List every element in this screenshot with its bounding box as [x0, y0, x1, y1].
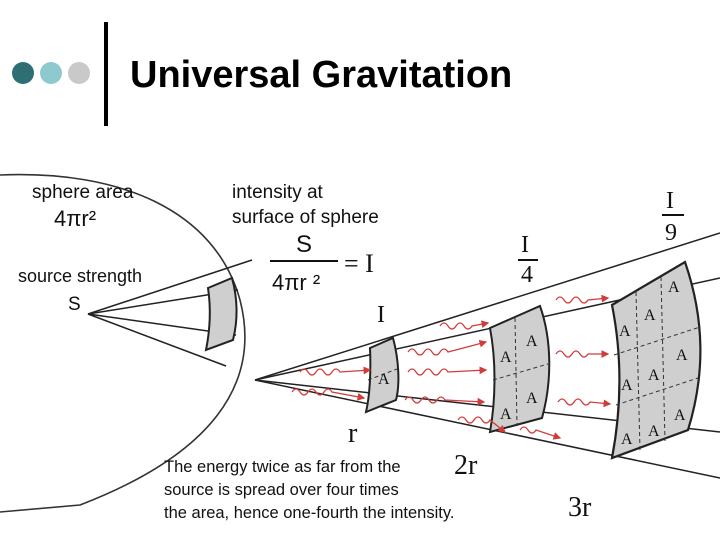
patch-2r — [488, 304, 551, 434]
formula-numerator: S — [296, 231, 312, 258]
intensity-label-line2: surface of sphere — [232, 207, 379, 228]
caption-line-2: source is spread over four times — [164, 481, 399, 499]
dot-light — [40, 62, 62, 84]
area-label: A — [621, 431, 633, 448]
area-label: A — [526, 333, 538, 350]
intensity-3-denominator: 9 — [665, 220, 677, 246]
area-label: A — [644, 307, 656, 324]
area-label: A — [674, 407, 686, 424]
patch-3r-grid — [613, 276, 701, 451]
intensity-label-line1: intensity at — [232, 182, 324, 203]
patch-r-grid — [367, 368, 398, 381]
patch-3r — [610, 260, 702, 460]
area-label: A — [500, 406, 512, 423]
area-label: A — [619, 323, 631, 340]
dot-dark — [12, 62, 34, 84]
area-label: A — [648, 423, 660, 440]
area-label: A — [676, 347, 688, 364]
sphere-arc — [0, 173, 246, 513]
area-label: A — [500, 349, 512, 366]
page-title: Universal Gravitation — [130, 54, 513, 96]
sphere-surface-patch — [204, 276, 238, 352]
source-strength-label: source strength — [18, 266, 142, 286]
patch-2r-grid — [492, 317, 549, 427]
area-label: A — [668, 279, 680, 296]
intensity-1-label: I — [377, 302, 385, 328]
caption-line-1: The energy twice as far from the — [164, 458, 401, 476]
formula-denominator: 4πr ² — [272, 270, 320, 295]
formula-result: = I — [344, 249, 374, 278]
area-label: A — [621, 377, 633, 394]
source-symbol: S — [68, 294, 81, 315]
distance-3r-label: 3r — [568, 492, 592, 523]
sphere-area-label: sphere area — [32, 182, 134, 203]
energy-waves — [291, 294, 612, 440]
intensity-2-denominator: 4 — [521, 262, 533, 288]
sphere-area-formula: 4πr² — [54, 206, 96, 231]
area-label: A — [648, 367, 660, 384]
area-label: A — [526, 390, 538, 407]
area-labels: A A A A A A A A A A A A A A — [378, 279, 688, 448]
header-divider — [104, 22, 108, 126]
distance-2r-label: 2r — [454, 450, 478, 481]
caption-line-3: the area, hence one-fourth the intensity… — [164, 504, 454, 522]
intensity-3-numerator: I — [666, 188, 674, 214]
intensity-2-numerator: I — [521, 232, 529, 258]
dot-gray — [68, 62, 90, 84]
area-label: A — [378, 371, 390, 388]
distance-r-label: r — [348, 418, 358, 449]
